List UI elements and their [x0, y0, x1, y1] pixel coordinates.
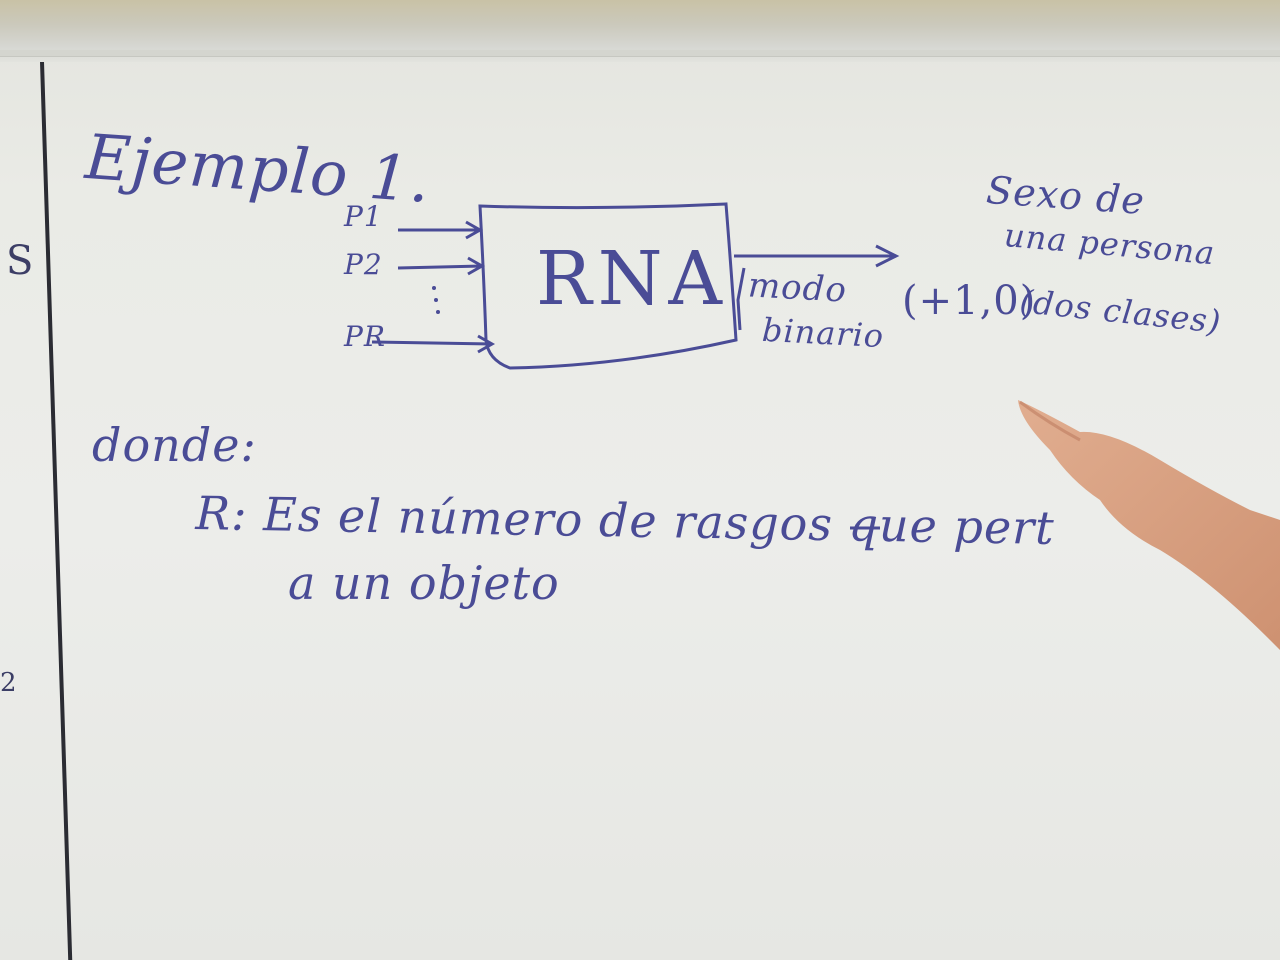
- definition-line2: a un objeto: [288, 556, 560, 610]
- input-p2: P2: [344, 248, 383, 281]
- input-dots: [432, 286, 440, 314]
- tray-lip: [0, 50, 1280, 57]
- where-label: donde:: [92, 418, 257, 472]
- output-values: (+1,0): [902, 278, 1037, 324]
- input-pr: PR: [344, 320, 386, 353]
- rna-label: RNA: [536, 236, 728, 322]
- output-mode-line1: modo: [747, 265, 848, 311]
- output-mode-line2: binario: [761, 310, 886, 356]
- margin-mark: 2: [0, 668, 18, 698]
- input-arrows: [371, 220, 496, 354]
- input-p1: P1: [344, 200, 383, 233]
- pointing-hand: [1018, 400, 1280, 650]
- output-bracket: [736, 267, 746, 331]
- output-arrow: [734, 244, 900, 268]
- margin-letter: S: [6, 238, 35, 284]
- rna-box: [478, 202, 738, 370]
